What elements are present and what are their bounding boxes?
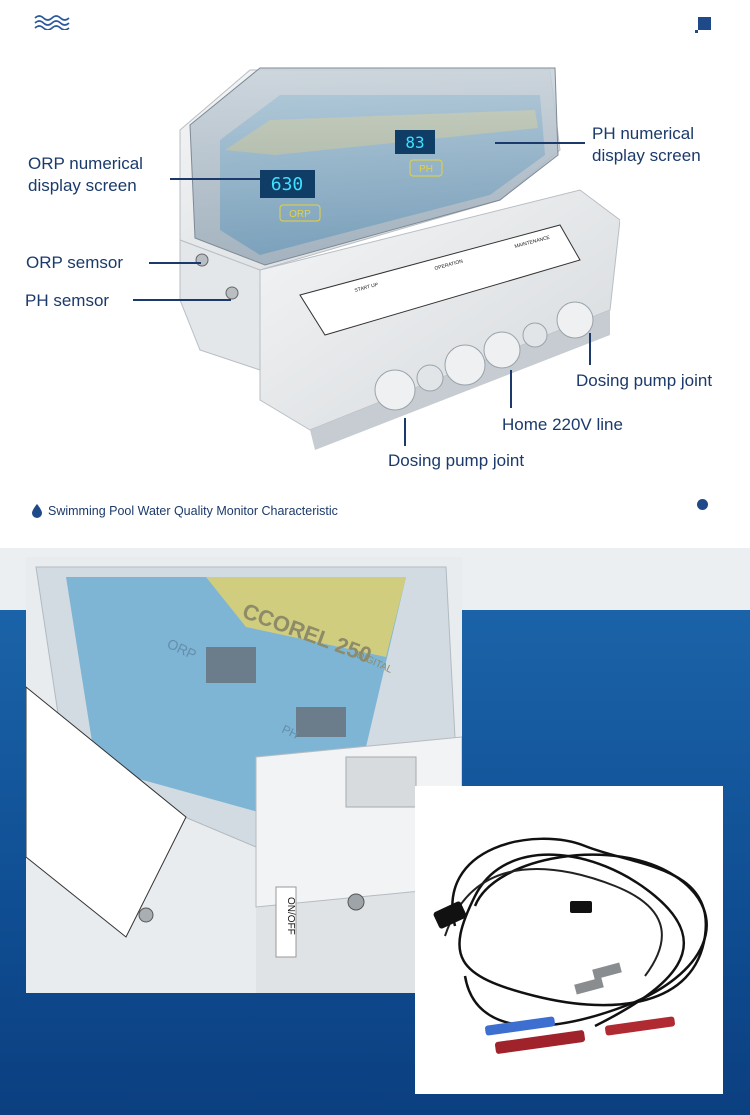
controller-closeup-photo: CCOREL 250 DIGITAL ORP PH ON/OFF <box>26 557 462 993</box>
callout-line-dosing-bottom <box>404 418 406 446</box>
callout-home-line: Home 220V line <box>502 415 623 434</box>
caption-dot <box>697 499 708 510</box>
callout-ph-display: PH numerical display screen <box>592 124 701 165</box>
orp-display-value: 630 <box>271 174 304 195</box>
callout-line-ph-display <box>495 142 585 144</box>
caption-text: Swimming Pool Water Quality Monitor Char… <box>48 504 338 518</box>
bottom-grey-corner <box>462 548 750 610</box>
callout-dosing-right: Dosing pump joint <box>576 371 713 390</box>
callout-orp-display: ORP numerical display screen <box>28 154 143 195</box>
top-section: 630 83 ORP PH START UP OPERATION MAINTEN… <box>0 0 750 548</box>
callout-line-ph-sensor <box>133 299 231 301</box>
water-drop-icon <box>32 504 42 518</box>
callout-line-dosing-right <box>589 333 591 365</box>
callout-dosing-bottom: Dosing pump joint <box>388 451 525 470</box>
ph-screen-label: PH <box>419 164 433 175</box>
controller-product-image: 630 83 ORP PH START UP OPERATION MAINTEN… <box>179 67 620 450</box>
callout-orp-sensor: ORP semsor <box>26 253 123 272</box>
corner-square-icon <box>695 17 711 33</box>
closeup-switch-label: ON/OFF <box>285 897 296 935</box>
ph-display-value: 83 <box>405 133 424 152</box>
cable-brand: ChemtrOL <box>525 1051 562 1060</box>
callout-line-home-line <box>510 370 512 408</box>
sensor-cable-photo: ChemtrOL <box>415 786 723 1094</box>
callout-ph-sensor: PH semsor <box>25 291 110 310</box>
callout-line-orp-display <box>170 178 260 180</box>
callout-line-orp-sensor <box>149 262 201 264</box>
wave-icon <box>34 15 70 30</box>
closeup-ph: PH <box>280 722 301 742</box>
orp-screen-label: ORP <box>289 209 311 220</box>
caption-row: Swimming Pool Water Quality Monitor Char… <box>32 502 338 520</box>
